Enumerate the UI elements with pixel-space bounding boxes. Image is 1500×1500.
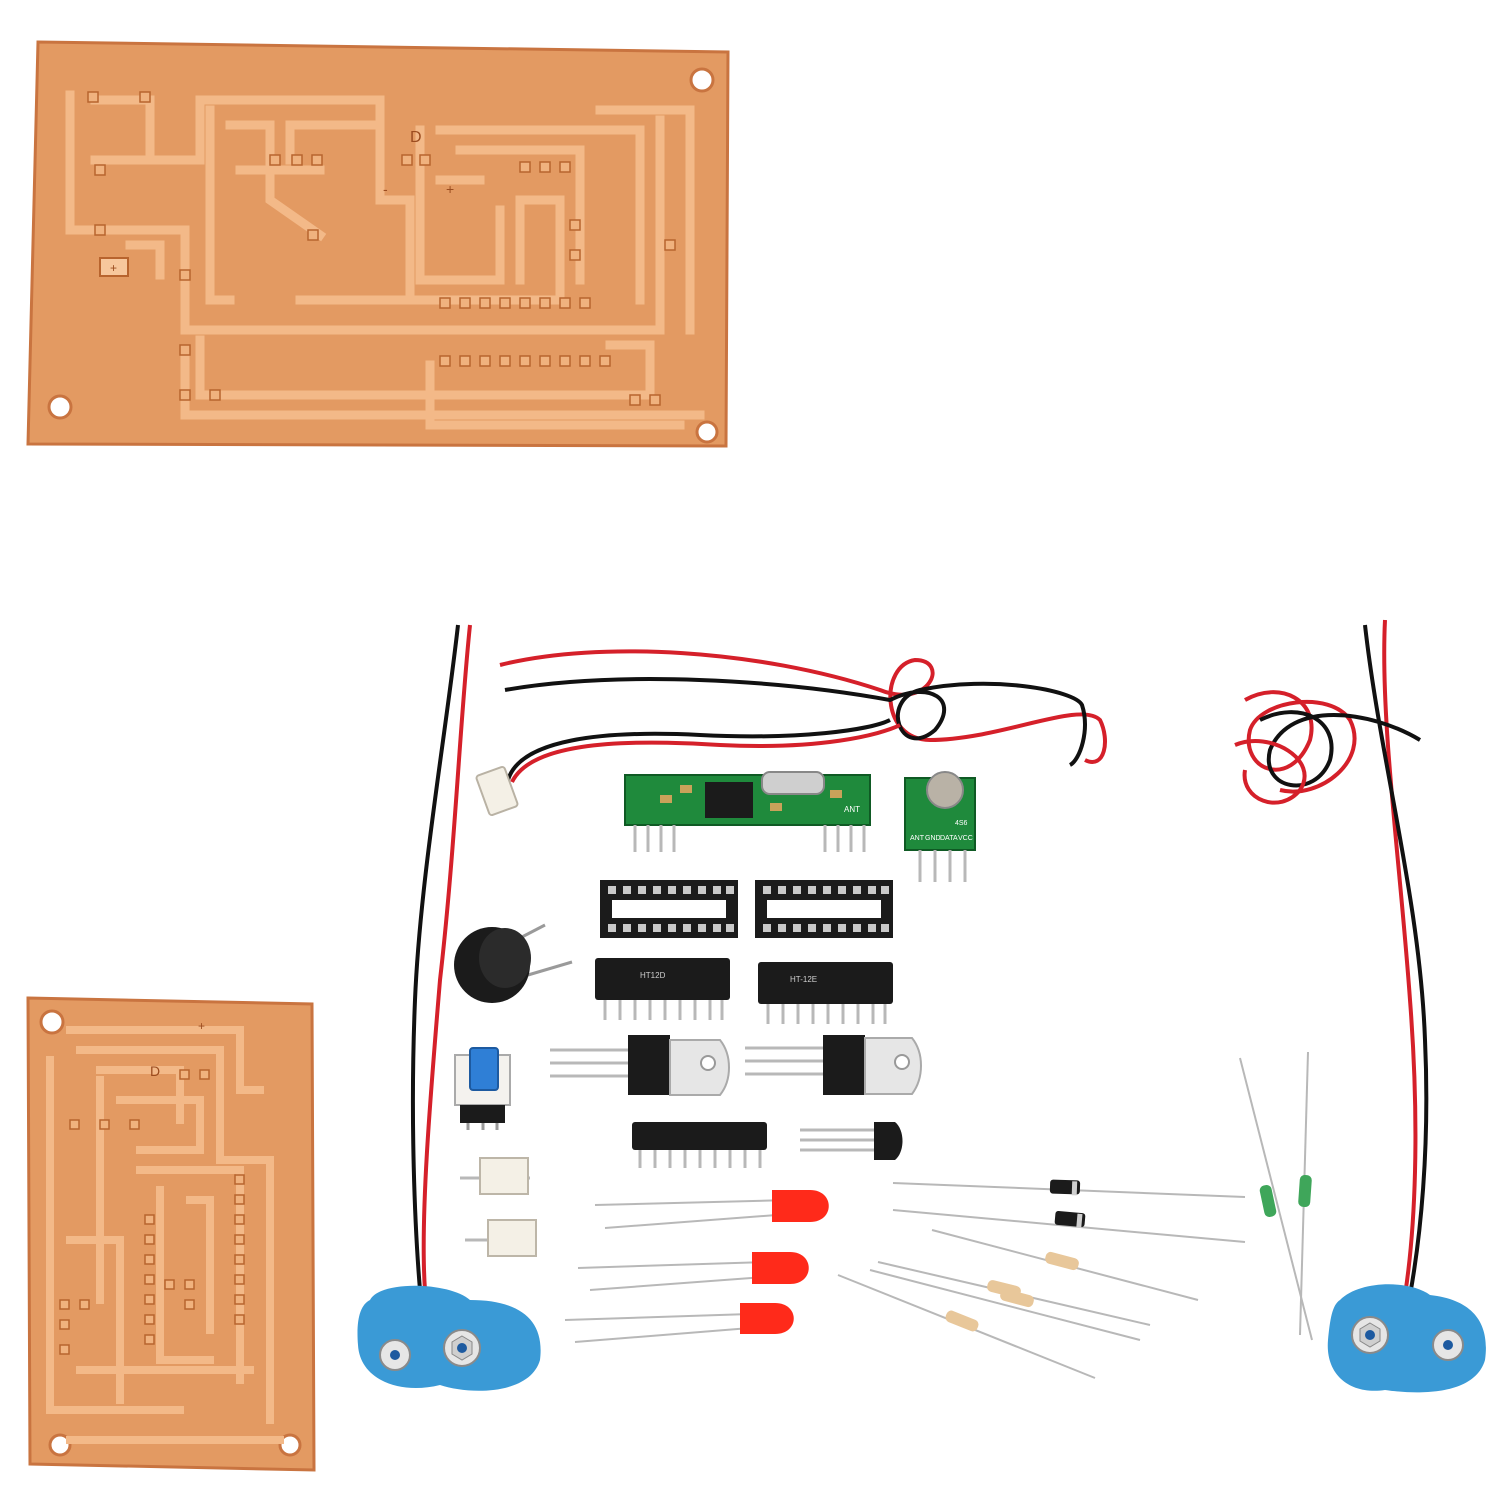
resistor <box>869 1269 1141 1341</box>
ic-chip-encoder: HT-12E <box>758 962 893 1024</box>
diode <box>892 1209 1246 1243</box>
two-pin-header <box>460 1157 530 1195</box>
mounting-hole <box>689 67 715 93</box>
red-led <box>577 1252 809 1291</box>
copper-traces <box>65 90 705 430</box>
battery-snap-left <box>357 1285 541 1391</box>
rf-transmitter-data-label: DATA <box>940 835 958 842</box>
connector-wire-loop <box>499 649 1107 783</box>
silkscreen-plus-label: + <box>110 261 117 275</box>
ic-socket <box>755 880 893 938</box>
wire-bundle-right <box>1234 690 1422 805</box>
resistor <box>837 1274 1096 1379</box>
small-pcb-board: D + <box>26 996 316 1472</box>
resistor-network <box>632 1122 767 1168</box>
mounting-hole <box>47 394 73 420</box>
rf-receiver-ant-label: ANT <box>844 805 860 814</box>
resistor <box>1298 1051 1312 1336</box>
solder-pads <box>59 1069 245 1355</box>
ic-chip-decoder: HT12D <box>595 958 730 1020</box>
rf-transmitter-module: ANT GND DATA VCC 4S6 <box>904 771 976 882</box>
battery-snap-right <box>1327 1284 1486 1393</box>
rf-transmitter-ant-label: ANT <box>910 835 925 842</box>
diode <box>892 1179 1246 1198</box>
silkscreen-plus-label: + <box>198 1019 205 1033</box>
resistor <box>1239 1057 1313 1341</box>
mounting-hole <box>48 1433 72 1457</box>
rf-receiver-module: ANT <box>624 771 871 852</box>
resistor <box>931 1229 1199 1301</box>
ic-socket <box>600 880 738 938</box>
battery-lead-right <box>1363 619 1429 1296</box>
mounting-hole <box>39 1009 65 1035</box>
mounting-hole <box>695 420 719 444</box>
red-led <box>564 1303 794 1343</box>
rf-transmitter-vcc-label: VCC <box>958 835 973 842</box>
rf-transmitter-gnd-label: GND <box>925 835 941 842</box>
jst-connector <box>475 765 519 817</box>
ic-marking: HT12D <box>640 971 666 980</box>
voltage-regulator <box>550 1035 730 1096</box>
two-pin-header <box>465 1219 537 1257</box>
solder-pads <box>87 91 676 406</box>
ic-marking: HT-12E <box>790 975 817 984</box>
copper-traces <box>46 1026 284 1444</box>
silkscreen-minus-label: - <box>383 181 388 197</box>
mounting-hole <box>278 1433 302 1457</box>
transistor <box>800 1122 903 1160</box>
red-led <box>594 1190 829 1229</box>
silkscreen-plus-label: + <box>446 181 454 197</box>
large-pcb-board: D - + + <box>26 40 730 448</box>
polarity-pad <box>99 257 129 277</box>
battery-lead-left <box>410 624 472 1291</box>
push-button-switch <box>454 1047 511 1130</box>
silkscreen-d-label: D <box>410 129 422 146</box>
buzzer <box>454 923 573 1003</box>
rf-transmitter-model-label: 4S6 <box>955 820 968 827</box>
voltage-regulator <box>745 1035 922 1095</box>
silkscreen-d-label: D <box>150 1063 160 1079</box>
